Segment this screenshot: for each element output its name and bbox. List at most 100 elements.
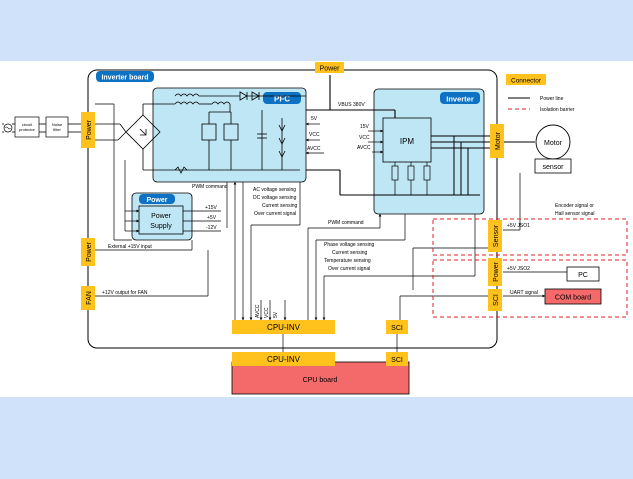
pfc-sensing-4: Over current signal: [254, 211, 296, 217]
inverter-board-title: Inverter board: [101, 75, 148, 82]
connector-motor-label: Motor: [495, 131, 502, 150]
ipm-vcc-label: VCC: [359, 135, 370, 141]
ac-source-icon: [3, 123, 13, 133]
circuit-protector-box: [14, 116, 40, 138]
noise-filter-label-2: filter: [53, 127, 61, 132]
cpu-avcc-label: AVCC: [255, 304, 261, 318]
connector-sensor-label: Sensor: [493, 224, 500, 247]
connector-sci-top: [386, 320, 408, 334]
inverter-title: Inverter: [446, 95, 474, 104]
legend-power-line-label: Power line: [540, 96, 564, 102]
canvas: [0, 61, 633, 397]
connector-sci-bottom: [386, 352, 408, 366]
connector-sci-right: [488, 289, 502, 311]
ipm-internals: [391, 162, 431, 195]
connector-cpu-inv-bottom-label: CPU-INV: [267, 355, 301, 364]
connectors: Power Power Power FAN Motor Sensor Power…: [81, 62, 504, 334]
pfc-title-bg: [263, 92, 301, 104]
connector-power-right: [488, 258, 502, 286]
circuit-protector-label-2: protector: [19, 127, 35, 132]
jso2-label: +5V JSO2: [507, 266, 530, 272]
power-supply-label-1: Power: [151, 213, 172, 220]
connector-sci-bottom-label: SCI: [391, 357, 403, 364]
pfc-sensing-1: AC voltage sensing: [253, 187, 296, 193]
power-supply-label-2: Supply: [150, 223, 172, 230]
power-supply-title-bg: [139, 194, 175, 204]
com-board-label: COM board: [555, 295, 591, 302]
ipm-label: IPM: [400, 137, 415, 146]
external-15v-label: External +15V input: [108, 244, 152, 250]
inverter-board-frame: [87, 69, 498, 349]
connector-power-ext: [81, 238, 95, 266]
inverter-sensing-labels: Phase voltage sensing Current sensing Te…: [324, 242, 375, 272]
ipm-15v-label: 15V: [360, 124, 370, 130]
connector-power-ext-label: Power: [86, 241, 93, 262]
connector-cpu-inv-top-label: CPU-INV: [267, 323, 301, 332]
power-supply-box: [138, 205, 184, 235]
pc-label: PC: [578, 272, 588, 279]
uart-label: UART signal: [510, 290, 538, 296]
connector-sci-right-label: SCI: [493, 294, 500, 306]
connector-cpu-inv-bottom: [232, 352, 335, 366]
connector-sci-top-label: SCI: [391, 325, 403, 332]
pfc-signal-lines: [233, 181, 301, 321]
cpu-5v-label: 5V: [273, 311, 279, 318]
connector-motor: [490, 124, 504, 158]
pfc-title: PFC: [274, 95, 290, 104]
cpu-board-label: CPU board: [303, 377, 338, 384]
connector-fan-label: FAN: [86, 291, 93, 305]
ps-5v-label: +5V: [207, 215, 217, 221]
jso1-label: +5V JSO1: [507, 223, 530, 229]
ac-wave-icon: [5, 126, 11, 130]
power-supply-output-labels: +15V +5V -12V: [205, 205, 217, 231]
fan-12v-label: +12V output for FAN: [102, 290, 148, 296]
dc-bus: [306, 75, 480, 196]
connector-power-right-label: Power: [493, 261, 500, 282]
connector-power-left-label: Power: [86, 119, 93, 140]
cpu-board: [231, 361, 410, 395]
pfc-internals: [174, 91, 306, 174]
legend-connector-swatch: [506, 74, 546, 85]
pc-box: [566, 266, 600, 282]
inverter-signal-lines: [307, 213, 476, 321]
pfc-5v-label: 5V: [311, 116, 318, 122]
vbus-label: VBUS 380V: [338, 102, 365, 108]
motor-label: Motor: [544, 140, 563, 147]
input-wiring: [2, 123, 81, 133]
encoder-label-2: Hall sensor signal: [555, 211, 594, 217]
power-supply-wiring: [95, 103, 228, 297]
inv-sensing-4: Over current signal: [328, 266, 370, 272]
connector-power-top-label: Power: [320, 66, 341, 73]
pfc-vcc-label: VCC: [309, 132, 320, 138]
cpu-supply-labels: AVCC VCC 5V: [255, 304, 279, 318]
connector-sensor: [488, 220, 502, 252]
ps-15v-label: +15V: [205, 205, 217, 211]
pfc-sensing-2: DC voltage sensing: [253, 195, 297, 201]
rectifier-bridge: [95, 103, 300, 171]
connector-fan: [81, 286, 95, 310]
encoder-label-1: Encoder signal or: [555, 203, 594, 209]
pwm-command-1: PWM command: [192, 184, 228, 190]
noise-filter-box: [45, 116, 69, 138]
pfc-sensing-labels: AC voltage sensing DC voltage sensing Cu…: [253, 187, 298, 217]
pfc-sensing-3: Current sensing: [262, 203, 298, 209]
connector-power-top: [315, 62, 344, 73]
inv-sensing-2: Current sensing: [332, 250, 368, 256]
ipm-box: [382, 117, 432, 163]
circuit-protector-label-1: circuit: [22, 122, 33, 127]
pfc-block: [152, 87, 307, 183]
sensor-label: sensor: [542, 164, 564, 171]
inv-sensing-1: Phase voltage sensing: [324, 242, 375, 248]
cpu-supply-arrows: [259, 300, 287, 321]
ipm-avcc-label: AVCC: [357, 145, 371, 151]
inv-sensing-3: Temperature sensing: [324, 258, 371, 264]
noise-filter-label-1: Noise: [52, 122, 63, 127]
connector-cpu-inv-top: [232, 320, 335, 334]
legend-isolation-label: Isolation barrier: [540, 107, 575, 113]
cpu-vcc-label: VCC: [264, 307, 270, 318]
ps-12v-label: -12V: [206, 225, 217, 231]
supply-arrows: [305, 122, 384, 155]
power-supply-title: Power: [146, 197, 167, 204]
